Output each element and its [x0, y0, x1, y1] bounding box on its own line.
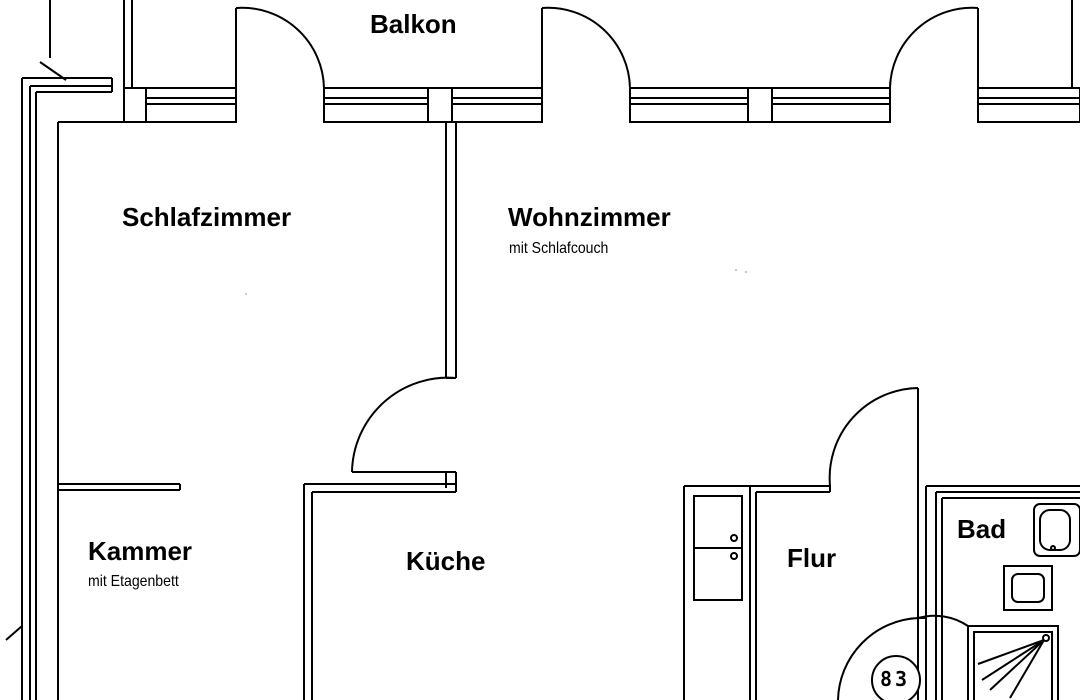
room-label-schlafzimmer: Schlafzimmer [122, 202, 292, 232]
exterior-wall-top [58, 87, 1080, 123]
balcony-doors [235, 6, 979, 89]
room-label-kueche: Küche [406, 546, 486, 576]
room-note-wohnzimmer: mit Schlafcouch [509, 240, 609, 257]
stair-number-circle [871, 655, 921, 700]
balcony-outline [123, 0, 1073, 88]
room-label-bad: Bad [957, 514, 1007, 544]
room-label-wohnzimmer: Wohnzimmer [508, 202, 671, 232]
kitchen-wall [303, 483, 457, 700]
partition-kammer [58, 483, 181, 491]
partition-bedroom-living [351, 122, 457, 488]
exterior-wall-left [5, 0, 113, 700]
stair-number: 83 [880, 667, 911, 691]
room-label-balkon: Balkon [370, 9, 457, 39]
stairwell [837, 614, 969, 700]
hall-walls [683, 387, 1080, 700]
room-label-kammer: Kammer [88, 536, 193, 566]
room-label-flur: Flur [787, 543, 837, 573]
kitchen-cabinets [693, 495, 743, 601]
room-note-kammer: mit Etagenbett [88, 573, 179, 590]
bathroom-fixtures [967, 503, 1080, 700]
